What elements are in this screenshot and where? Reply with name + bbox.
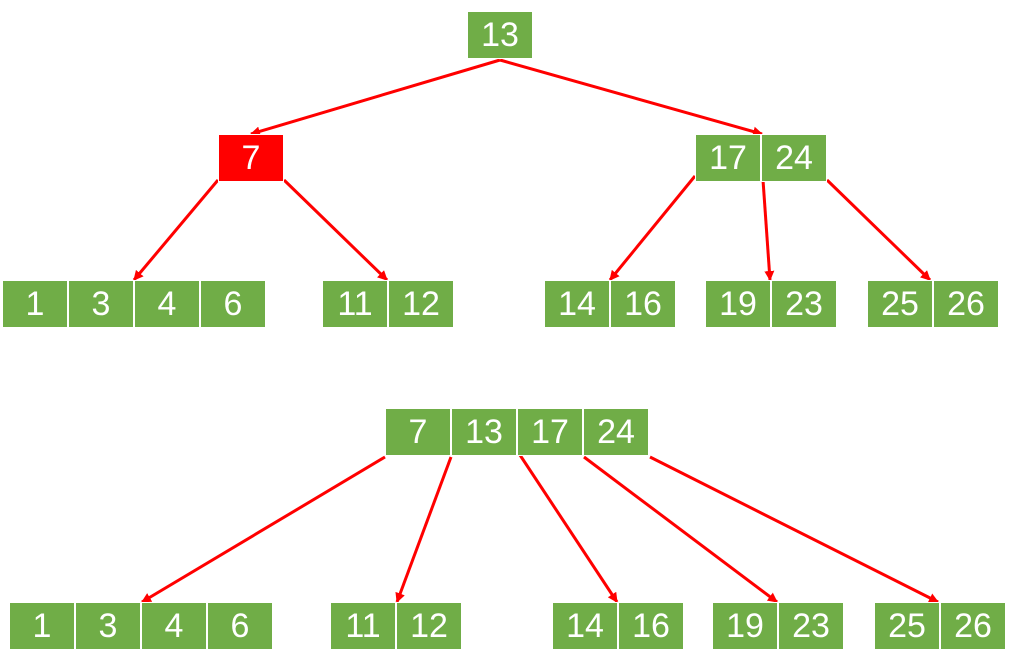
node-key: 19	[705, 280, 771, 328]
edge-t1-right-to-t1-leaf-d	[761, 179, 775, 281]
node-key: 16	[610, 280, 676, 328]
node-key: 24	[761, 134, 827, 182]
node-key: 23	[778, 602, 844, 650]
node-key: 25	[867, 280, 933, 328]
edge-t1-right-to-t1-leaf-e	[825, 178, 932, 282]
node-key: 14	[552, 602, 618, 650]
node-key: 23	[771, 280, 837, 328]
node-t1-left: 7	[218, 134, 284, 182]
edge-t2-root-to-t2-leaf-c	[516, 451, 619, 603]
node-key: 26	[933, 280, 999, 328]
edge-t1-left-to-t1-leaf-b	[282, 178, 389, 282]
edge-t2-root-to-t2-leaf-a	[141, 455, 386, 604]
edge-t2-root-to-t2-leaf-e	[649, 455, 939, 604]
node-key: 26	[940, 602, 1006, 650]
node-key: 1	[2, 280, 68, 328]
node-key: 7	[385, 408, 451, 456]
node-key: 11	[330, 602, 396, 650]
node-t1-root: 13	[467, 11, 533, 59]
node-key: 17	[517, 408, 583, 456]
node-key: 19	[712, 602, 778, 650]
node-key: 12	[396, 602, 462, 650]
node-key: 16	[618, 602, 684, 650]
node-key: 4	[141, 602, 207, 650]
edge-t1-left-to-t1-leaf-a	[132, 179, 220, 281]
node-key: 6	[200, 280, 266, 328]
node-key: 13	[451, 408, 517, 456]
edge-t2-root-to-t2-leaf-b	[395, 456, 453, 603]
edge-t1-root-to-t1-left	[250, 58, 501, 137]
node-key: 12	[388, 280, 454, 328]
edge-t2-root-to-t2-leaf-d	[583, 455, 778, 604]
node-key: 3	[75, 602, 141, 650]
node-key: 24	[583, 408, 649, 456]
edge-t1-right-to-t1-leaf-c	[608, 175, 697, 281]
node-key: 3	[68, 280, 134, 328]
edge-t1-root-to-t1-right	[499, 58, 763, 137]
node-key: 11	[322, 280, 388, 328]
node-key: 4	[134, 280, 200, 328]
node-key: 25	[874, 602, 940, 650]
node-key: 1	[9, 602, 75, 650]
node-key: 17	[695, 134, 761, 182]
node-key: 7	[218, 134, 284, 182]
node-key: 6	[207, 602, 273, 650]
node-key: 13	[467, 11, 533, 59]
node-key: 14	[544, 280, 610, 328]
